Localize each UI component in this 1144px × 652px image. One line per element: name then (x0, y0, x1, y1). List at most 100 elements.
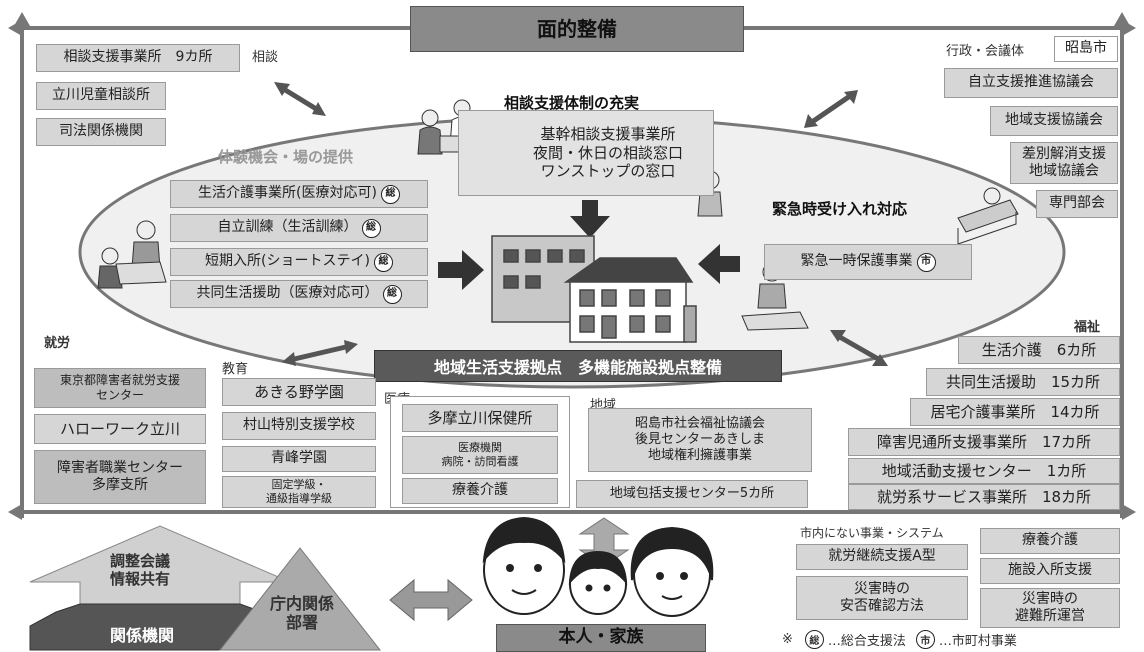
education-item-1-text: 村山特別支援学校 (243, 417, 355, 434)
admin-item-0-text: 自立支援推進協議会 (968, 74, 1094, 91)
welfare-label: 福祉 (1074, 320, 1101, 335)
outside-left-item-1: 災害時の 安否確認方法 (796, 576, 968, 620)
city-badge-icon: 市 (915, 630, 935, 649)
outside-right-item-0-text: 療養介護 (1022, 532, 1078, 549)
region-main-text: 昭島市社会福祉協議会 後見センターあきしま 地域権利擁護事業 (634, 415, 765, 464)
block-arrows (438, 200, 740, 290)
outside-right-item-0: 療養介護 (980, 528, 1120, 554)
legend: ※ 総 …総合支援法 市 …市町村事業 (782, 630, 1017, 649)
consult-item-2-text: 司法関係機関 (59, 123, 143, 140)
consult-system-box: 基幹相談支援事業所 夜間・休日の相談窓口 ワンストップの窓口 (458, 110, 714, 196)
education-item-3: 固定学級・ 通級指導学級 (222, 476, 376, 508)
welfare-item-3: 障害児通所支援事業所 17カ所 (848, 428, 1120, 456)
sogo-badge-icon: 総 (382, 284, 402, 304)
education-item-2-text: 青峰学園 (271, 450, 327, 467)
admin-item-0: 自立支援推進協議会 (944, 68, 1118, 98)
education-item-0: あきる野学園 (222, 378, 376, 406)
education-item-3-text: 固定学級・ 通級指導学級 (266, 478, 332, 505)
admin-item-2: 差別解消支援 地域協議会 (1010, 142, 1118, 184)
experience-item-0-text: 生活介護事業所(医療対応可) (198, 185, 377, 202)
experience-item-1: 自立訓練（生活訓練） 総 (170, 214, 428, 242)
bed-illustration (957, 187, 1019, 245)
admin-label: 行政・会議体 (946, 44, 1025, 59)
consult-item-2: 司法関係機関 (36, 118, 166, 146)
emergency-title: 緊急時受け入れ対応 (772, 200, 908, 218)
outside-right-item-1-text: 施設入所支援 (1008, 562, 1092, 579)
experience-item-2: 短期入所(ショートステイ) 総 (170, 248, 428, 276)
welfare-item-4-text: 地域活動支援センター 1カ所 (881, 461, 1087, 480)
emergency-item: 緊急一時保護事業 市 (764, 244, 972, 280)
building-illustration (491, 235, 697, 343)
outside-right-item-2: 災害時の 避難所運営 (980, 588, 1120, 628)
consult-system-line-2: ワンストップの窓口 (540, 162, 676, 181)
internal-depts-text: 庁内関係 部署 (270, 594, 335, 633)
welfare-item-1: 共同生活援助 15カ所 (926, 368, 1120, 396)
medical-item-0: 多摩立川保健所 (402, 404, 558, 432)
experience-item-0: 生活介護事業所(医療対応可) 総 (170, 180, 428, 208)
employment-label: 就労 (44, 336, 71, 351)
admin-item-1: 地域支援協議会 (990, 106, 1118, 136)
welfare-item-1-text: 共同生活援助 15カ所 (945, 372, 1101, 391)
welfare-item-0: 生活介護 6カ所 (958, 336, 1120, 364)
welfare-item-3-text: 障害児通所支援事業所 17カ所 (876, 432, 1092, 451)
hub-band: 地域生活支援拠点 多機能施設拠点整備 (374, 350, 782, 382)
consult-item-0-text: 相談支援事業所 9カ所 (63, 49, 213, 66)
coordination-text: 調整会議 情報共有 (110, 552, 171, 588)
employment-item-2: 障害者職業センター 多摩支所 (34, 450, 206, 504)
emergency-item-text: 緊急一時保護事業 (800, 253, 913, 270)
outside-left-item-0-text: 就労継続支援A型 (828, 548, 936, 565)
training-illustration (97, 220, 167, 289)
frame-arrowheads (8, 12, 1136, 520)
person-family-label: 本人・家族 (496, 624, 706, 652)
admin-city-text: 昭島市 (1065, 40, 1107, 57)
sogo-badge-icon: 総 (804, 630, 824, 649)
legend-text-2: …市町村事業 (938, 634, 1017, 649)
education-item-1: 村山特別支援学校 (222, 412, 376, 440)
family-illustration (482, 516, 714, 617)
sogo-badge-icon: 総 (380, 184, 400, 204)
experience-title: 体験機会・場の提供 (218, 148, 354, 166)
experience-item-2-text: 短期入所(ショートステイ) (205, 253, 370, 270)
person-family-text: 本人・家族 (558, 627, 644, 648)
consult-system-line-0: 基幹相談支援事業所 (540, 124, 676, 143)
welfare-item-2: 居宅介護事業所 14カ所 (910, 398, 1120, 426)
admin-item-3: 専門部会 (1036, 190, 1118, 218)
outside-left-item-0: 就労継続支援A型 (796, 544, 968, 570)
consult-label: 相談 (252, 50, 279, 65)
education-label: 教育 (222, 362, 249, 377)
admin-item-2-text: 差別解消支援 地域協議会 (1022, 145, 1106, 180)
region-main: 昭島市社会福祉協議会 後見センターあきしま 地域権利擁護事業 (588, 408, 812, 472)
education-item-0-text: あきる野学園 (254, 382, 344, 401)
welfare-item-2-text: 居宅介護事業所 14カ所 (930, 402, 1100, 421)
outside-right-item-1: 施設入所支援 (980, 558, 1120, 584)
consult-system-title: 相談支援体制の充実 (504, 94, 640, 112)
admin-city: 昭島市 (1054, 36, 1118, 62)
welfare-item-0-text: 生活介護 6カ所 (981, 340, 1097, 359)
related-agencies-text: 関係機関 (110, 626, 175, 645)
link-arrowheads (274, 82, 888, 366)
hub-band-text: 地域生活支援拠点 多機能施設拠点整備 (433, 358, 722, 377)
bottom-left-shapes (29, 525, 382, 651)
admin-item-3-text: 専門部会 (1049, 195, 1105, 212)
outside-label: 市内にない事業・システム (800, 526, 944, 540)
employment-item-0-text: 東京都障害者就労支援 センター (59, 373, 180, 402)
consult-system-line-1: 夜間・休日の相談窓口 (532, 143, 683, 162)
consult-item-1: 立川児童相談所 (36, 82, 166, 110)
employment-item-2-text: 障害者職業センター 多摩支所 (57, 459, 183, 494)
sogo-badge-icon: 総 (361, 218, 381, 238)
region-sub: 地域包括支援センター5カ所 (576, 480, 808, 508)
welfare-item-5-text: 就労系サービス事業所 18カ所 (876, 487, 1092, 506)
legend-text-1: …総合支援法 (827, 634, 906, 649)
child-illustration (741, 262, 809, 331)
region-sub-text: 地域包括支援センター5カ所 (609, 485, 775, 501)
employment-item-0: 東京都障害者就労支援 センター (34, 368, 206, 408)
horizontal-double-arrow (389, 578, 473, 622)
admin-item-1-text: 地域支援協議会 (1005, 112, 1103, 129)
outside-right-item-2-text: 災害時の 避難所運営 (1015, 590, 1085, 625)
medical-item-2: 療養介護 (402, 478, 558, 504)
outside-left-item-1-text: 災害時の 安否確認方法 (840, 580, 924, 615)
legend-mark: ※ (782, 632, 793, 647)
top-title: 面的整備 (410, 6, 744, 52)
education-item-2: 青峰学園 (222, 446, 376, 472)
employment-item-1-text: ハローワーク立川 (59, 419, 180, 438)
